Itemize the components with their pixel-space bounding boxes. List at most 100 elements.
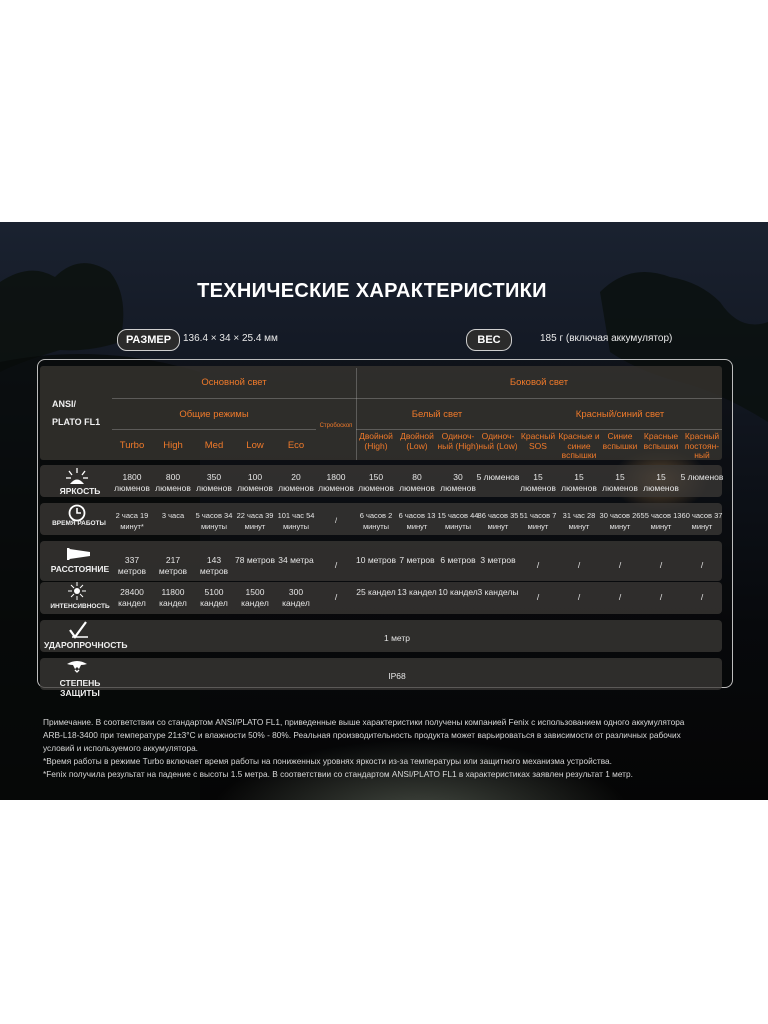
runtime-cell: 101 час 54 минуты xyxy=(277,511,315,531)
brightness-cell: 15 люменов xyxy=(561,472,597,493)
intensity-cell: 13 кандел xyxy=(397,587,437,597)
white-light-heading: Белый свет xyxy=(411,409,463,420)
mode-header: Одиноч-ный (Low) xyxy=(478,431,518,451)
distance-cell: 3 метров xyxy=(480,555,516,565)
note-line-2: ARB-L18-3400 при температуре 21±3°C и вл… xyxy=(43,730,681,740)
intensity-cell: / xyxy=(659,592,663,602)
intensity-cell: / xyxy=(618,592,622,602)
table-header xyxy=(40,366,722,460)
header-divider-3 xyxy=(356,429,722,430)
note-line-5: *Fenix получила результат на падение с в… xyxy=(43,769,633,779)
distance-cell: 337 метров xyxy=(117,555,147,576)
runtime-cell: 6 часов 2 минуты xyxy=(359,511,393,531)
brightness-cell: 15 люменов xyxy=(643,472,679,493)
distance-cell: / xyxy=(700,560,704,570)
side-light-heading: Боковой свет xyxy=(509,377,569,388)
brightness-cell: 150 люменов xyxy=(358,472,394,493)
standard-line-2: PLATO FL1 xyxy=(52,417,101,427)
weight-label: ВЕС xyxy=(466,329,512,351)
note-line-1: Примечание. В соответствии со стандартом… xyxy=(43,717,685,727)
intensity-cell: / xyxy=(577,592,581,602)
note-line-4: *Время работы в режиме Turbo включает вр… xyxy=(43,756,612,766)
brightness-row xyxy=(40,465,722,497)
impact-value: 1 метр xyxy=(384,633,410,643)
brightness-cell: 5 люменов xyxy=(476,472,520,482)
runtime-label: ВРЕМЯ РАБОТЫ xyxy=(52,520,106,527)
intensity-cell: 28400 кандел xyxy=(118,587,146,608)
distance-cell: 6 метров xyxy=(440,555,476,565)
runtime-cell: 3 часа xyxy=(161,511,185,520)
intensity-cell: 3 канделы xyxy=(477,587,519,597)
distance-row xyxy=(40,541,722,581)
mode-header: Turbo xyxy=(119,440,145,451)
intensity-cell: / xyxy=(536,592,540,602)
beam-icon xyxy=(67,548,90,560)
intensity-cell: 11800 кандел xyxy=(159,587,187,608)
brightness-cell: 5 люменов xyxy=(680,472,724,482)
runtime-row xyxy=(40,503,722,535)
mode-header: Двойной (Low) xyxy=(400,431,434,451)
impact-row xyxy=(40,620,722,652)
runtime-cell: 60 часов 37 минут xyxy=(681,511,723,531)
distance-cell: 143 метров xyxy=(199,555,229,576)
brightness-cell: 800 люменов xyxy=(155,472,191,493)
weight-value: 185 г (включая аккумулятор) xyxy=(540,333,673,344)
mode-header: Low xyxy=(246,440,264,451)
runtime-cell: 6 часов 13 минут xyxy=(398,511,436,531)
mode-header: High xyxy=(163,440,183,451)
intensity-cell: 25 кандел xyxy=(356,587,396,597)
brightness-cell: 100 люменов xyxy=(237,472,273,493)
protection-label: СТЕПЕНЬ ЗАЩИТЫ xyxy=(59,678,101,698)
brightness-cell: 350 люменов xyxy=(196,472,232,493)
strobe-heading: Стробоскоп xyxy=(319,423,353,429)
distance-cell: 78 метров xyxy=(235,555,275,565)
impact-icon xyxy=(69,621,88,639)
distance-label: РАССТОЯНИЕ xyxy=(50,564,110,574)
brightness-cell: 15 люменов xyxy=(520,472,556,493)
mode-header: Двойной (High) xyxy=(359,431,393,451)
brightness-cell: 20 люменов xyxy=(278,472,314,493)
distance-cell: 7 метров xyxy=(399,555,435,565)
runtime-cell: 22 часа 39 минут xyxy=(236,511,274,531)
intensity-label: ИНТЕНСИВНОСТЬ xyxy=(50,603,110,610)
intensity-row xyxy=(40,582,722,614)
brightness-cell: 15 люменов xyxy=(602,472,638,493)
header-divider xyxy=(112,398,722,399)
header-divider-2 xyxy=(112,429,316,430)
mode-header: Красный постоян-ный xyxy=(684,431,720,460)
general-modes-heading: Общие режимы xyxy=(179,409,249,420)
standard-line-1: ANSI/ xyxy=(52,399,77,409)
runtime-cell: 51 часов 7 минут xyxy=(519,511,557,531)
intensity-cell: 5100 кандел xyxy=(200,587,228,608)
mode-header: Красные и синие вспышки xyxy=(558,431,600,460)
distance-cell: / xyxy=(536,560,540,570)
intensity-cell: 300 кандел xyxy=(282,587,310,608)
brightness-icon xyxy=(66,468,88,484)
brightness-cell: 30 люменов xyxy=(440,472,476,493)
runtime-cell: 86 часов 35 минут xyxy=(477,511,519,531)
mode-header: Красные вспышки xyxy=(643,431,679,451)
page-title: ТЕХНИЧЕСКИЕ ХАРАКТЕРИСТИКИ xyxy=(197,280,547,302)
main-light-heading: Основной свет xyxy=(201,377,267,388)
intensity-cell: 1500 кандел xyxy=(241,587,269,608)
intensity-cell: / xyxy=(700,592,704,602)
runtime-cell: 31 час 28 минут xyxy=(562,511,596,531)
intensity-cell: / xyxy=(334,592,338,602)
distance-cell: / xyxy=(659,560,663,570)
protection-icon xyxy=(67,661,87,673)
brightness-cell: 1800 люменов xyxy=(114,472,150,493)
distance-cell: / xyxy=(577,560,581,570)
distance-cell: 10 метров xyxy=(356,555,396,565)
runtime-cell: 55 часов 13 минут xyxy=(640,511,682,531)
runtime-cell: / xyxy=(334,516,338,525)
protection-row xyxy=(40,658,722,690)
mode-header: Eco xyxy=(287,440,305,451)
size-label: РАЗМЕР xyxy=(117,329,181,351)
distance-cell: / xyxy=(618,560,622,570)
header-vdivider xyxy=(356,368,357,460)
distance-cell: / xyxy=(334,560,338,570)
mode-header: Одиноч-ный (High) xyxy=(437,431,479,451)
runtime-cell: 2 часа 19 минут* xyxy=(115,511,149,531)
protection-value: IP68 xyxy=(388,671,406,681)
brightness-cell: 1800 люменов xyxy=(318,472,354,493)
